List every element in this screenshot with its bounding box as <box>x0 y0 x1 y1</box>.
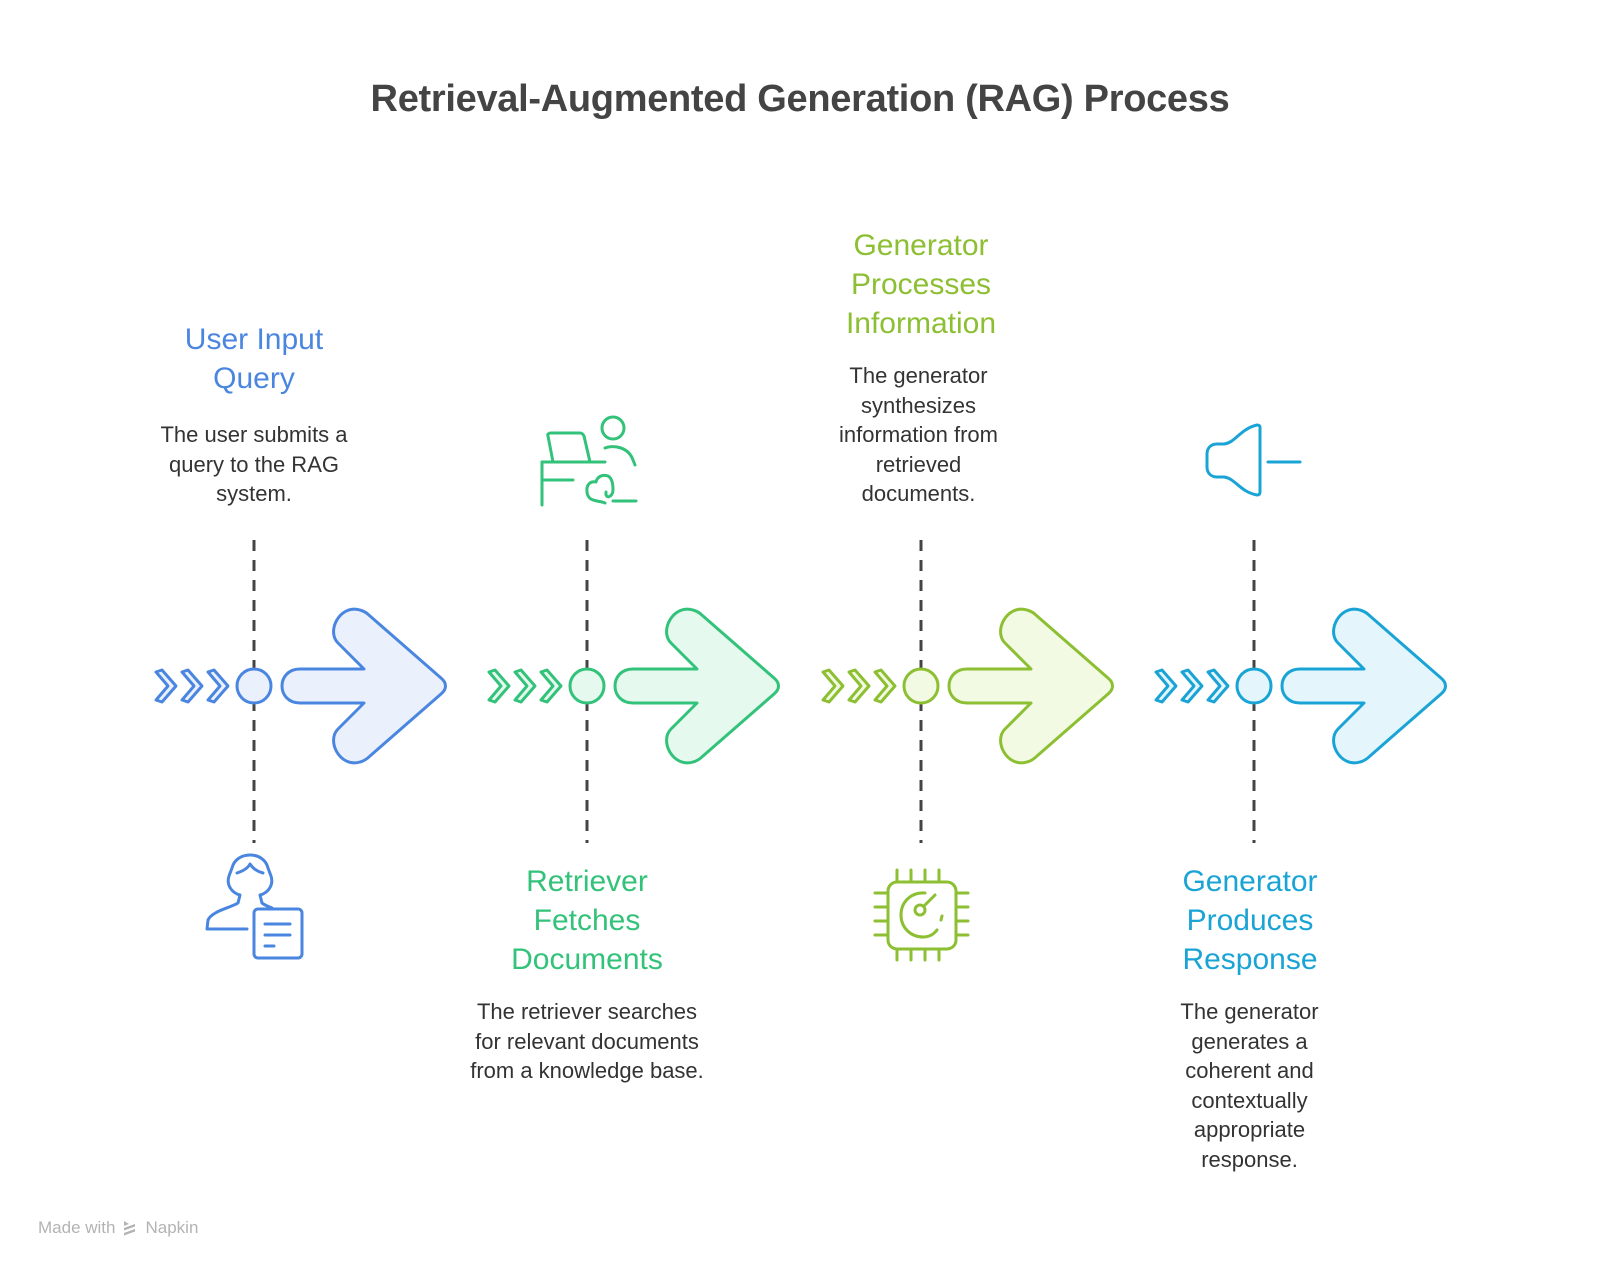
chevron-icon <box>847 668 871 704</box>
chevron-icon <box>821 668 845 704</box>
step-2-title-line: Retriever <box>526 865 648 898</box>
chevron-icon <box>873 668 897 704</box>
speaker-output-icon <box>1205 423 1302 497</box>
step-4-title-line: Response <box>1182 943 1318 976</box>
step-3-title: Generator Processes Information <box>791 226 1051 343</box>
step-node <box>568 667 606 705</box>
processor-chip-icon <box>873 868 970 962</box>
step-1-description: The user submits a query to the RAG syst… <box>160 422 348 506</box>
step-4-description: The generator generates a coherent and c… <box>1180 999 1319 1172</box>
flow-arrow <box>947 607 1114 765</box>
chevron-icon <box>1180 668 1204 704</box>
step-3-title-line: Processes <box>850 268 992 301</box>
step-node <box>1235 667 1273 705</box>
footer-attribution: Made with Napkin <box>38 1218 198 1238</box>
step-4-title: Generator Produces Response <box>1120 862 1380 979</box>
step-3-title-line: Generator <box>853 229 989 262</box>
step-1-title-line: Query <box>213 362 295 395</box>
step-2-title-line: Documents <box>511 943 663 976</box>
diagram-title: Retrieval-Augmented Generation (RAG) Pro… <box>370 78 1230 120</box>
step-3-title-line: Information <box>845 307 997 340</box>
chevron-icon <box>539 668 563 704</box>
napkin-logo-icon <box>124 1221 136 1236</box>
step-2-title: Retriever Fetches Documents <box>457 862 717 979</box>
step-1-title-line: User Input <box>184 323 324 356</box>
step-3-description: The generator synthesizes information fr… <box>839 363 998 506</box>
chevron-icon <box>1154 668 1178 704</box>
step-4-title-line: Produces <box>1186 904 1314 937</box>
chevron-icon <box>1206 668 1230 704</box>
made-with-label: Made with <box>38 1218 116 1237</box>
step-2-description: The retriever searches for relevant docu… <box>470 999 704 1083</box>
flow-arrow <box>1280 607 1447 765</box>
person-laptop-dog-icon <box>540 415 638 507</box>
step-1-title: User Input Query <box>124 320 384 398</box>
step-4-title-line: Generator <box>1182 865 1318 898</box>
chevron-icon <box>487 668 511 704</box>
flow-arrow <box>280 607 447 765</box>
step-2-title-line: Fetches <box>533 904 641 937</box>
chevron-icon <box>513 668 537 704</box>
chevron-icon <box>206 668 230 704</box>
napkin-brand-label: Napkin <box>145 1218 199 1237</box>
step-node <box>235 667 273 705</box>
user-document-icon <box>205 853 304 960</box>
chevron-icon <box>180 668 204 704</box>
flow-arrow <box>613 607 780 765</box>
chevron-icon <box>154 668 178 704</box>
step-node <box>902 667 940 705</box>
